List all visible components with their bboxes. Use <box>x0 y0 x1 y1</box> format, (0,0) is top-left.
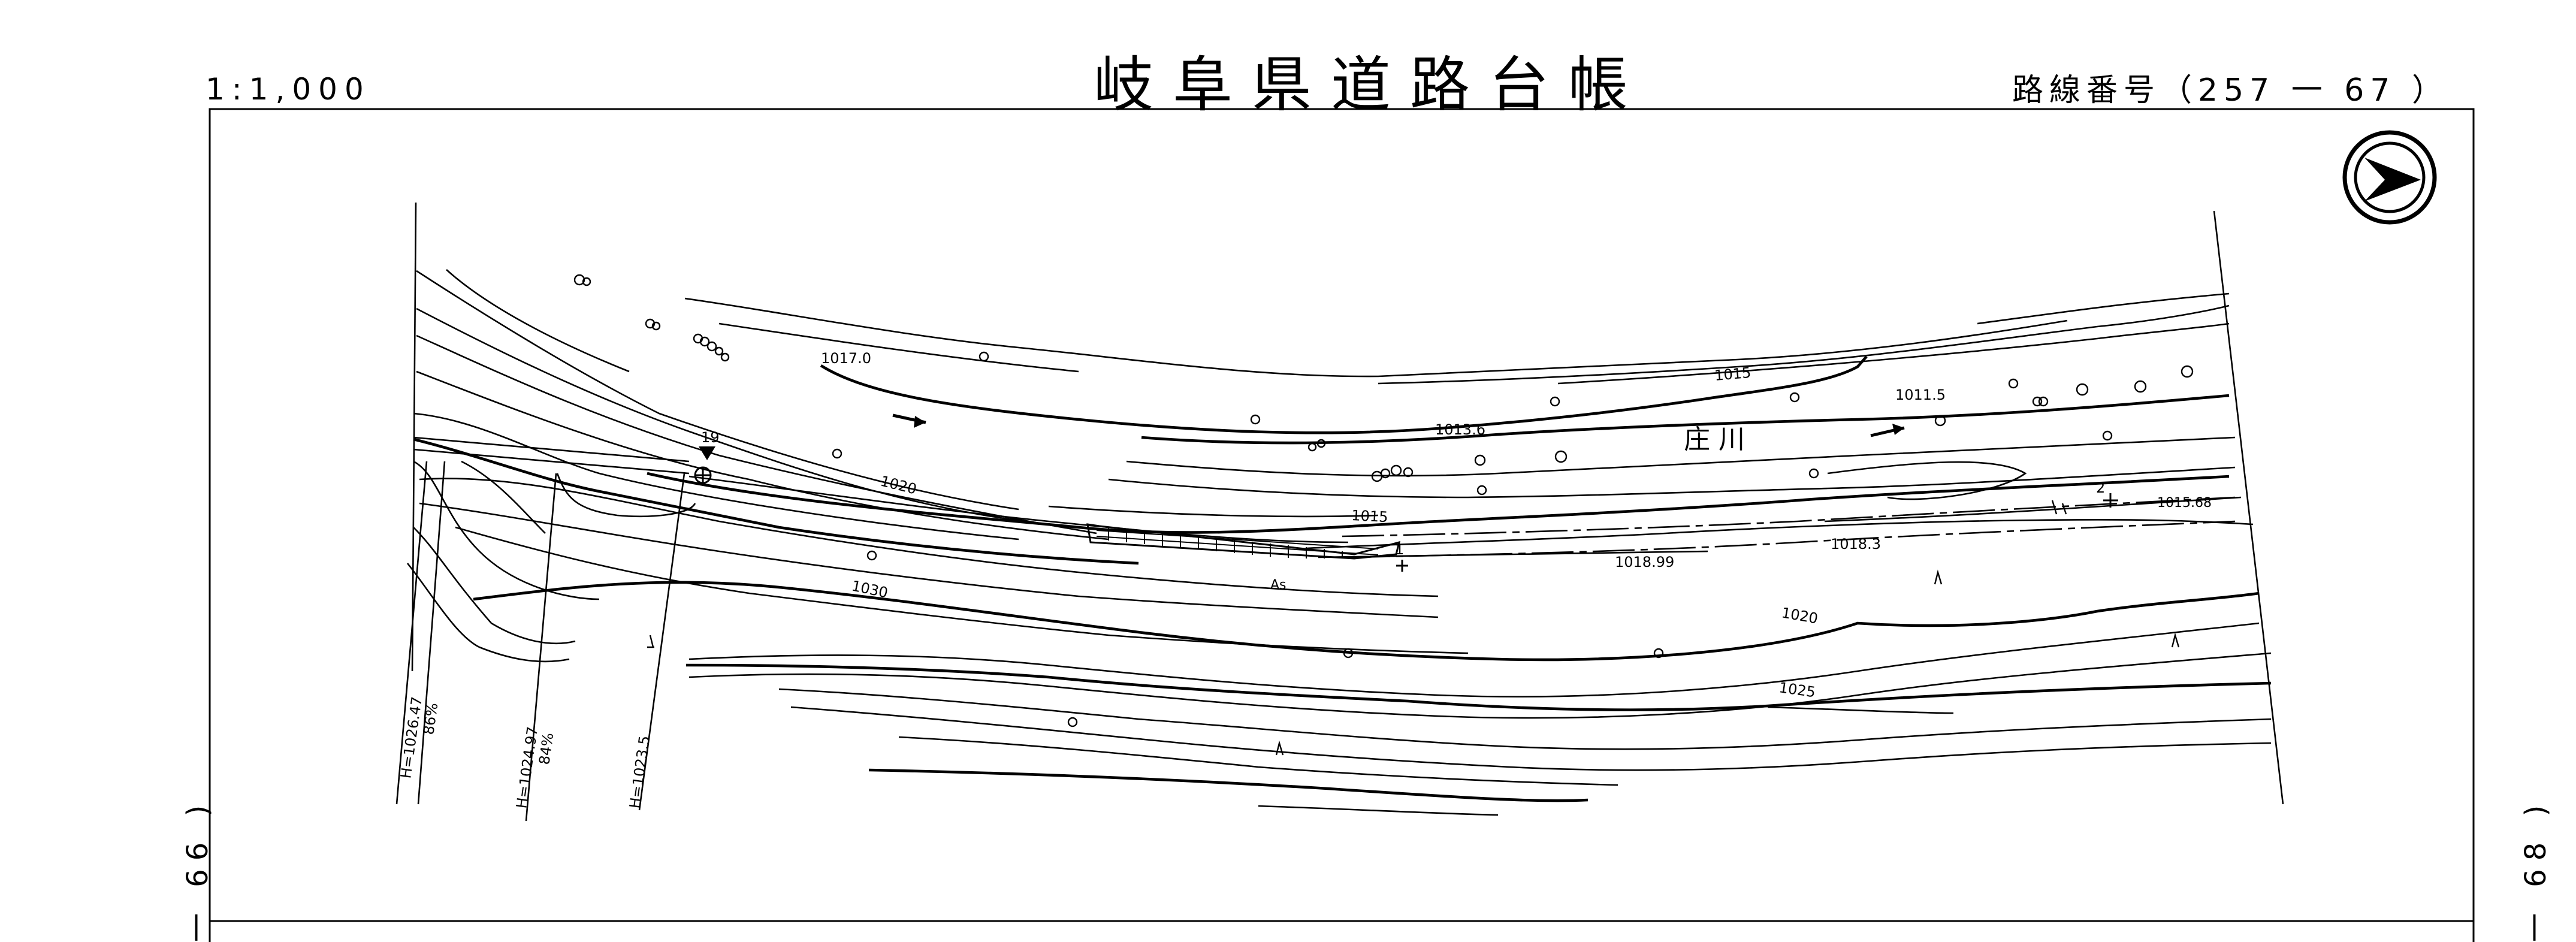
elevation-1015-68: 1015.68 <box>2157 496 2212 511</box>
contour-upper-bank <box>416 269 2230 541</box>
contour-label-1015-a: 1015 <box>1714 364 1751 384</box>
survey-point-1-icon <box>1396 560 1408 572</box>
retaining-wall-hatch <box>1086 523 1401 560</box>
flow-arrow-icon-left <box>892 413 926 428</box>
contour-lower-slope <box>413 412 2272 816</box>
river-name: 庄 川 <box>1684 424 1745 455</box>
survey-limit-right <box>2213 210 2284 805</box>
elevation-1018-99: 1018.99 <box>1615 554 1674 570</box>
route-number: 路線番号（257 一 67 ） <box>2012 73 2450 108</box>
elevation-1013-6: 1013.6 <box>1435 421 1485 438</box>
map-frame <box>209 108 2475 942</box>
section-2-grade: 84% <box>536 732 557 766</box>
north-arrow-icon <box>2342 130 2437 225</box>
contour-river-bands <box>647 355 2254 558</box>
contour-label-1020-b: 1020 <box>1780 604 1819 627</box>
contour-label-1030: 1030 <box>850 577 890 601</box>
map-scale: 1:1,000 <box>206 72 371 107</box>
survey-point-19-icon <box>694 446 715 484</box>
section-1-grade: 86% <box>420 702 441 736</box>
point-label-19: 19 <box>701 429 720 446</box>
point-label-2: 2 <box>2096 479 2105 496</box>
contour-label-1015-b: 1015 <box>1351 507 1388 526</box>
surface-label: As <box>1270 578 1287 593</box>
shrub-symbols <box>573 274 2194 482</box>
section-2-height: H=1024.97 <box>513 726 541 810</box>
section-lines <box>395 461 685 822</box>
contour-label-1025: 1025 <box>1778 679 1816 701</box>
point-label-1: 1 <box>1395 541 1404 558</box>
rock-symbols <box>647 351 2180 756</box>
section-3-height: H=1023.5 <box>626 735 653 810</box>
flow-arrow-icon-right <box>1870 424 1905 437</box>
elevation-1018-3: 1018.3 <box>1831 536 1881 552</box>
road-edges <box>413 436 2236 558</box>
elevation-1011-5: 1011.5 <box>1895 387 1946 403</box>
survey-point-2-icon <box>2103 493 2118 508</box>
elevation-1017-0: 1017.0 <box>821 350 871 367</box>
